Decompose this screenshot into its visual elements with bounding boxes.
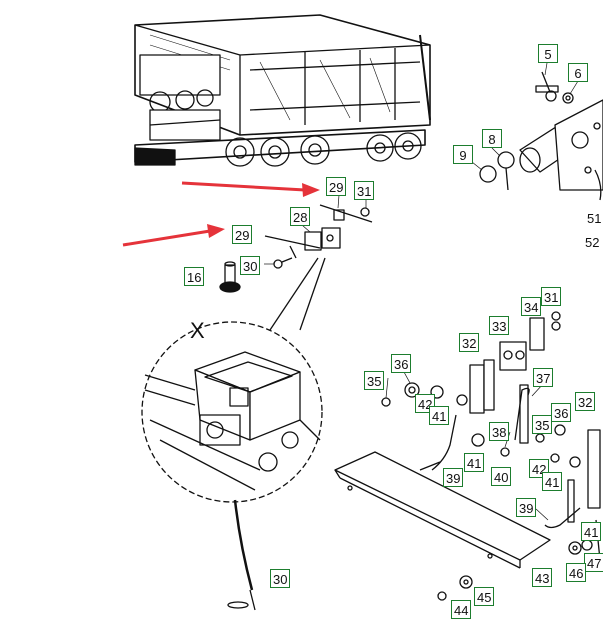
callout-47: 47 (584, 553, 603, 572)
callout-28: 28 (290, 207, 311, 226)
spreader-truck-illustration (134, 14, 431, 167)
callout-51: 51 (587, 211, 602, 226)
callout-35-left: 35 (364, 371, 385, 390)
callout-16: 16 (184, 267, 205, 286)
callout-37: 37 (533, 368, 554, 387)
callout-9: 9 (453, 145, 473, 164)
callout-33: 33 (489, 316, 510, 335)
callout-41-b: 41 (464, 453, 485, 472)
callout-40: 40 (491, 467, 512, 486)
callout-5: 5 (538, 44, 558, 63)
callout-36-right: 36 (551, 403, 572, 422)
callout-52: 52 (585, 235, 600, 250)
callout-8: 8 (482, 129, 502, 148)
callout-35-right: 35 (532, 415, 553, 434)
callout-30-upper: 30 (240, 256, 261, 275)
callout-41-d: 41 (581, 522, 602, 541)
callout-29-upper: 29 (326, 177, 347, 196)
red-arrows (122, 181, 320, 247)
callout-45: 45 (474, 587, 495, 606)
callout-38: 38 (489, 422, 510, 441)
callout-31-lower: 31 (541, 287, 562, 306)
callout-36-left: 36 (391, 354, 412, 373)
callout-30-lower: 30 (270, 569, 291, 588)
bracket-parts (264, 204, 373, 269)
callout-41-c: 41 (542, 472, 563, 491)
callout-39-left: 39 (443, 468, 464, 487)
part-16-cap (219, 261, 241, 293)
callout-41-a: 41 (429, 406, 450, 425)
callout-32-right: 32 (575, 392, 596, 411)
callout-29-lower: 29 (232, 225, 253, 244)
detail-x-label: X (190, 318, 205, 343)
callout-34: 34 (521, 297, 542, 316)
callout-44: 44 (451, 600, 472, 619)
callout-32-left: 32 (459, 333, 480, 352)
detail-x-circle (141, 321, 323, 503)
callout-43: 43 (532, 568, 553, 587)
shaft-assembly (479, 71, 603, 201)
callout-31-upper: 31 (354, 181, 375, 200)
callout-46: 46 (566, 563, 587, 582)
callout-6: 6 (568, 63, 588, 82)
callout-39-right: 39 (516, 498, 537, 517)
